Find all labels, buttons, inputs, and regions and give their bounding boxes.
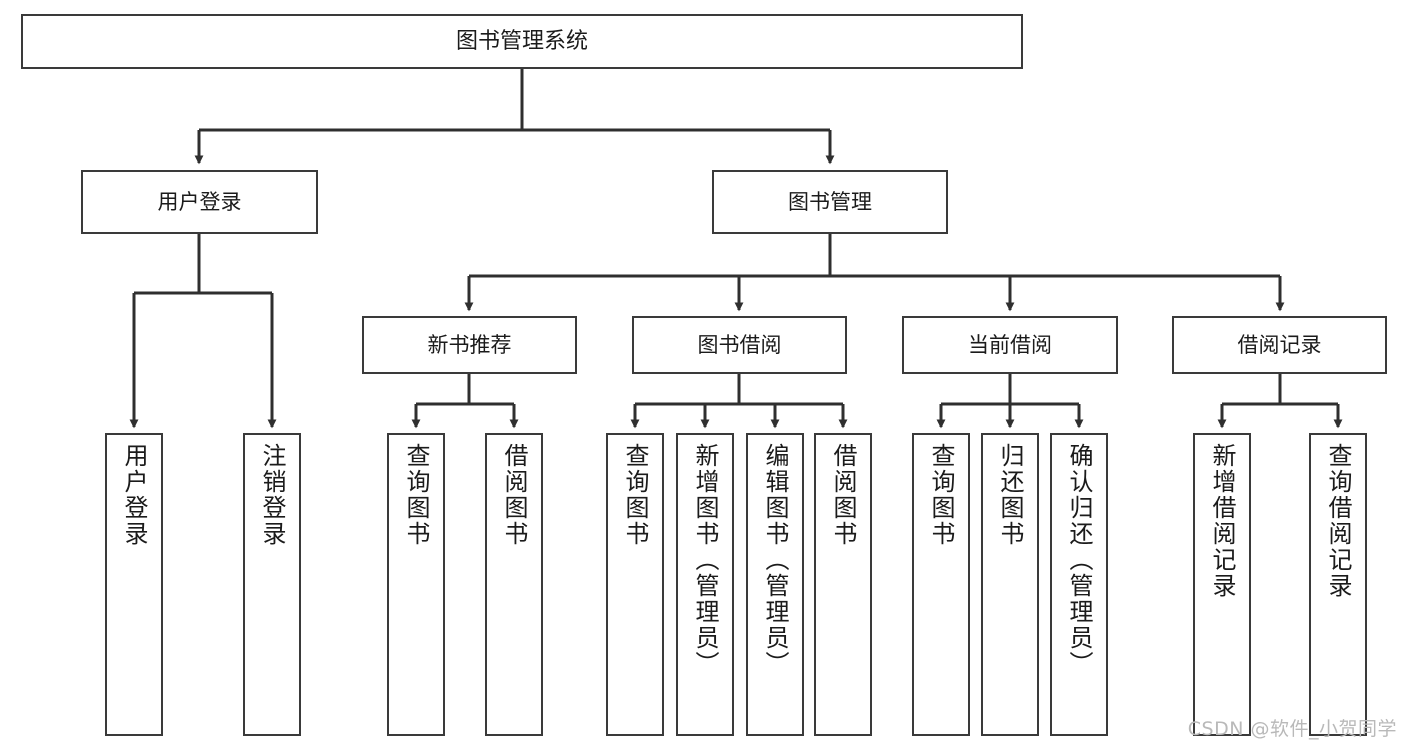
node-leaf-add-record[interactable]: 新增借阅记录	[1193, 433, 1251, 736]
node-leaf-query-book-2-label: 查询图书	[621, 443, 649, 547]
node-leaf-query-record-label: 查询借阅记录	[1324, 443, 1352, 599]
node-borrow-record-label: 借阅记录	[1237, 332, 1322, 357]
node-user-login-label: 用户登录	[157, 189, 242, 214]
node-root-label: 图书管理系统	[455, 28, 588, 54]
node-current-borrow-label: 当前借阅	[968, 332, 1052, 357]
node-leaf-add-record-label: 新增借阅记录	[1208, 443, 1236, 599]
node-leaf-return-book-label: 归还图书	[996, 443, 1024, 547]
node-book-management[interactable]: 图书管理	[712, 170, 948, 234]
node-leaf-query-book-2[interactable]: 查询图书	[606, 433, 664, 736]
node-book-borrow[interactable]: 图书借阅	[632, 316, 847, 374]
node-new-book-recommend-label: 新书推荐	[427, 332, 512, 357]
node-current-borrow[interactable]: 当前借阅	[902, 316, 1118, 374]
node-user-login[interactable]: 用户登录	[81, 170, 318, 234]
node-leaf-query-book-3[interactable]: 查询图书	[912, 433, 970, 736]
node-leaf-borrow-book-1[interactable]: 借阅图书	[485, 433, 543, 736]
node-leaf-borrow-book-1-label: 借阅图书	[500, 443, 528, 547]
node-leaf-user-login[interactable]: 用户登录	[105, 433, 163, 736]
node-leaf-query-record[interactable]: 查询借阅记录	[1309, 433, 1367, 736]
node-leaf-return-book[interactable]: 归还图书	[981, 433, 1039, 736]
node-leaf-confirm-return-label: 确认归还（管理员）	[1065, 443, 1093, 677]
node-leaf-query-book-3-label: 查询图书	[927, 443, 955, 547]
node-leaf-add-book[interactable]: 新增图书（管理员）	[676, 433, 734, 736]
node-borrow-record[interactable]: 借阅记录	[1172, 316, 1387, 374]
node-leaf-edit-book[interactable]: 编辑图书（管理员）	[746, 433, 804, 736]
node-leaf-borrow-book-2[interactable]: 借阅图书	[814, 433, 872, 736]
csdn-watermark: CSDN @软件_小贺同学	[1187, 718, 1397, 740]
node-leaf-borrow-book-2-label: 借阅图书	[829, 443, 857, 547]
node-leaf-logout-label: 注销登录	[258, 443, 286, 547]
node-leaf-edit-book-label: 编辑图书（管理员）	[761, 443, 789, 677]
node-root[interactable]: 图书管理系统	[21, 14, 1023, 69]
node-leaf-query-book-1-label: 查询图书	[402, 443, 430, 547]
node-book-management-label: 图书管理	[788, 189, 872, 214]
node-new-book-recommend[interactable]: 新书推荐	[362, 316, 577, 374]
node-leaf-add-book-label: 新增图书（管理员）	[691, 443, 719, 677]
node-leaf-logout[interactable]: 注销登录	[243, 433, 301, 736]
node-book-borrow-label: 图书借阅	[697, 332, 782, 357]
node-leaf-query-book-1[interactable]: 查询图书	[387, 433, 445, 736]
node-leaf-user-login-label: 用户登录	[120, 443, 148, 547]
node-leaf-confirm-return[interactable]: 确认归还（管理员）	[1050, 433, 1108, 736]
